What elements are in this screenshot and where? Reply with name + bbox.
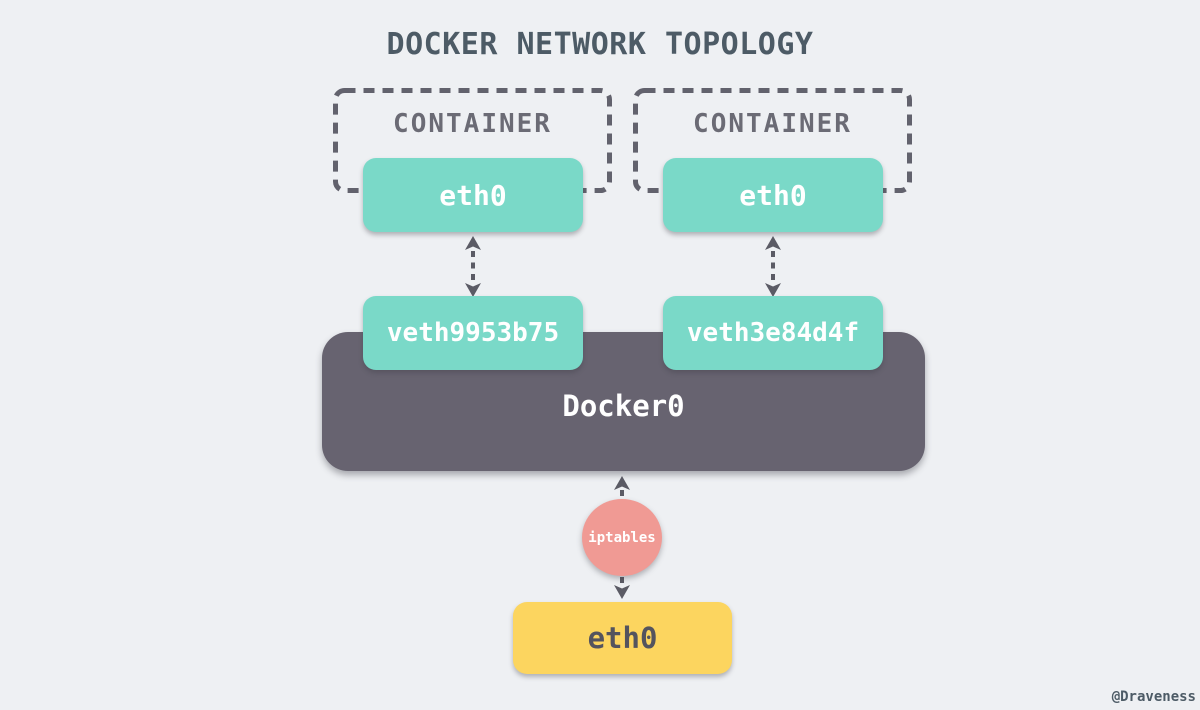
container-2-eth0-label: eth0 (739, 178, 807, 212)
author-watermark: @Draveness (1111, 689, 1196, 705)
arrow-up-icon (614, 476, 630, 490)
iptables-node: iptables (582, 499, 662, 576)
docker0-bridge-label: Docker0 (562, 389, 685, 423)
arrow-up-icon (465, 236, 481, 250)
container-1-label: CONTAINER (393, 109, 552, 139)
veth-2-label: veth3e84d4f (686, 318, 860, 348)
arrow-down-icon (765, 283, 781, 297)
container-2-label: CONTAINER (693, 109, 852, 139)
host-eth0-label: eth0 (587, 621, 658, 655)
container-1-eth0-node: eth0 (363, 158, 583, 232)
arrow-up-icon (765, 236, 781, 250)
iptables-label: iptables (588, 529, 656, 546)
veth-1-node: veth9953b75 (363, 296, 583, 370)
veth-2-node: veth3e84d4f (663, 296, 883, 370)
page-title: DOCKER NETWORK TOPOLOGY (386, 27, 814, 62)
container-1-eth0-label: eth0 (439, 178, 507, 212)
host-eth0-node: eth0 (513, 602, 732, 674)
arrow-down-icon (465, 283, 481, 297)
arrow-down-icon (614, 585, 630, 599)
veth-1-label: veth9953b75 (386, 318, 560, 348)
container-2-eth0-node: eth0 (663, 158, 883, 232)
